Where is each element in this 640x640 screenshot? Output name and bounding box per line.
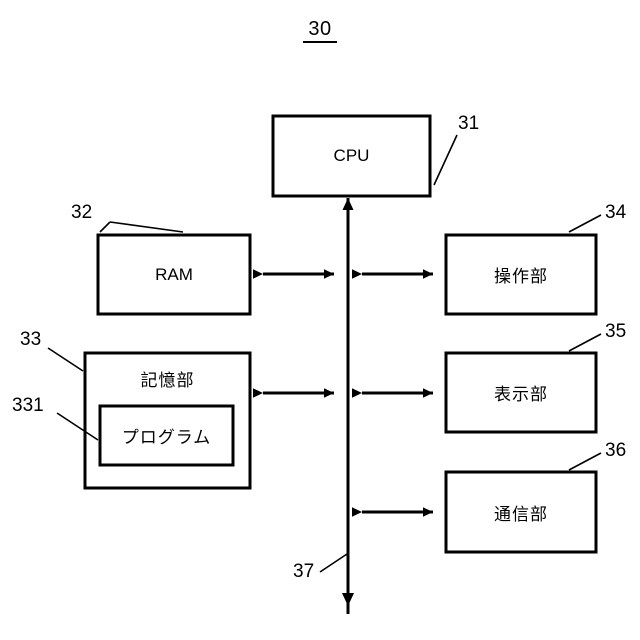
storage-ref-number: 33: [20, 329, 42, 350]
program-ref-number: 331: [12, 395, 44, 416]
ram-block: [96, 221, 252, 316]
communication-ref-number: 36: [605, 440, 627, 461]
ram-ref-number: 32: [71, 202, 93, 223]
storage-label: 記憶部: [140, 370, 195, 391]
display-ref-number: 35: [605, 321, 627, 342]
display-block: [444, 333, 602, 434]
cpu-block: [271, 114, 458, 198]
operation-block: [444, 214, 602, 316]
bus-leader-line: [319, 553, 348, 573]
figure-number: 30: [303, 18, 337, 43]
communication-label: 通信部: [494, 504, 548, 525]
display-label: 表示部: [494, 385, 548, 405]
bus-ref-number: 37: [293, 561, 315, 582]
cpu-label: CPU: [333, 146, 370, 165]
program-label: プログラム: [121, 428, 212, 448]
ram-label: RAM: [155, 264, 193, 284]
communication-block: [444, 452, 602, 554]
operation-label: 操作部: [494, 267, 548, 287]
program-block: [56, 404, 235, 467]
cpu-ref-number: 31: [458, 113, 480, 134]
operation-ref-number: 34: [605, 202, 627, 223]
